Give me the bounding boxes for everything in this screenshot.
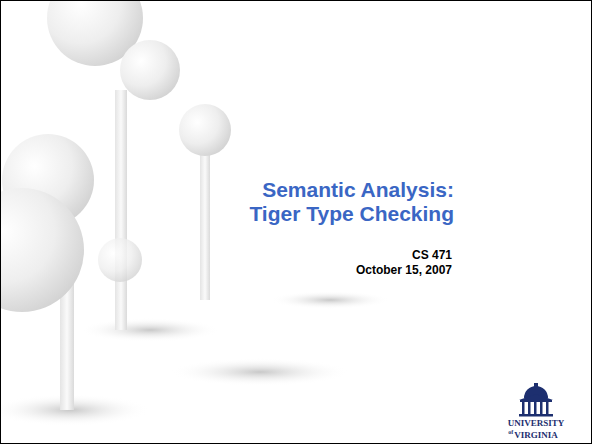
rotunda-logo bbox=[519, 383, 553, 417]
logo-text: of bbox=[508, 429, 513, 435]
logo-text: UNIVERSITY bbox=[508, 419, 565, 428]
date: October 15, 2007 bbox=[356, 264, 452, 276]
slide-title: Semantic Analysis: Tiger Type Checking bbox=[232, 178, 454, 226]
course-number: CS 471 bbox=[412, 249, 452, 261]
logo-text: VIRGINIA bbox=[514, 431, 558, 440]
